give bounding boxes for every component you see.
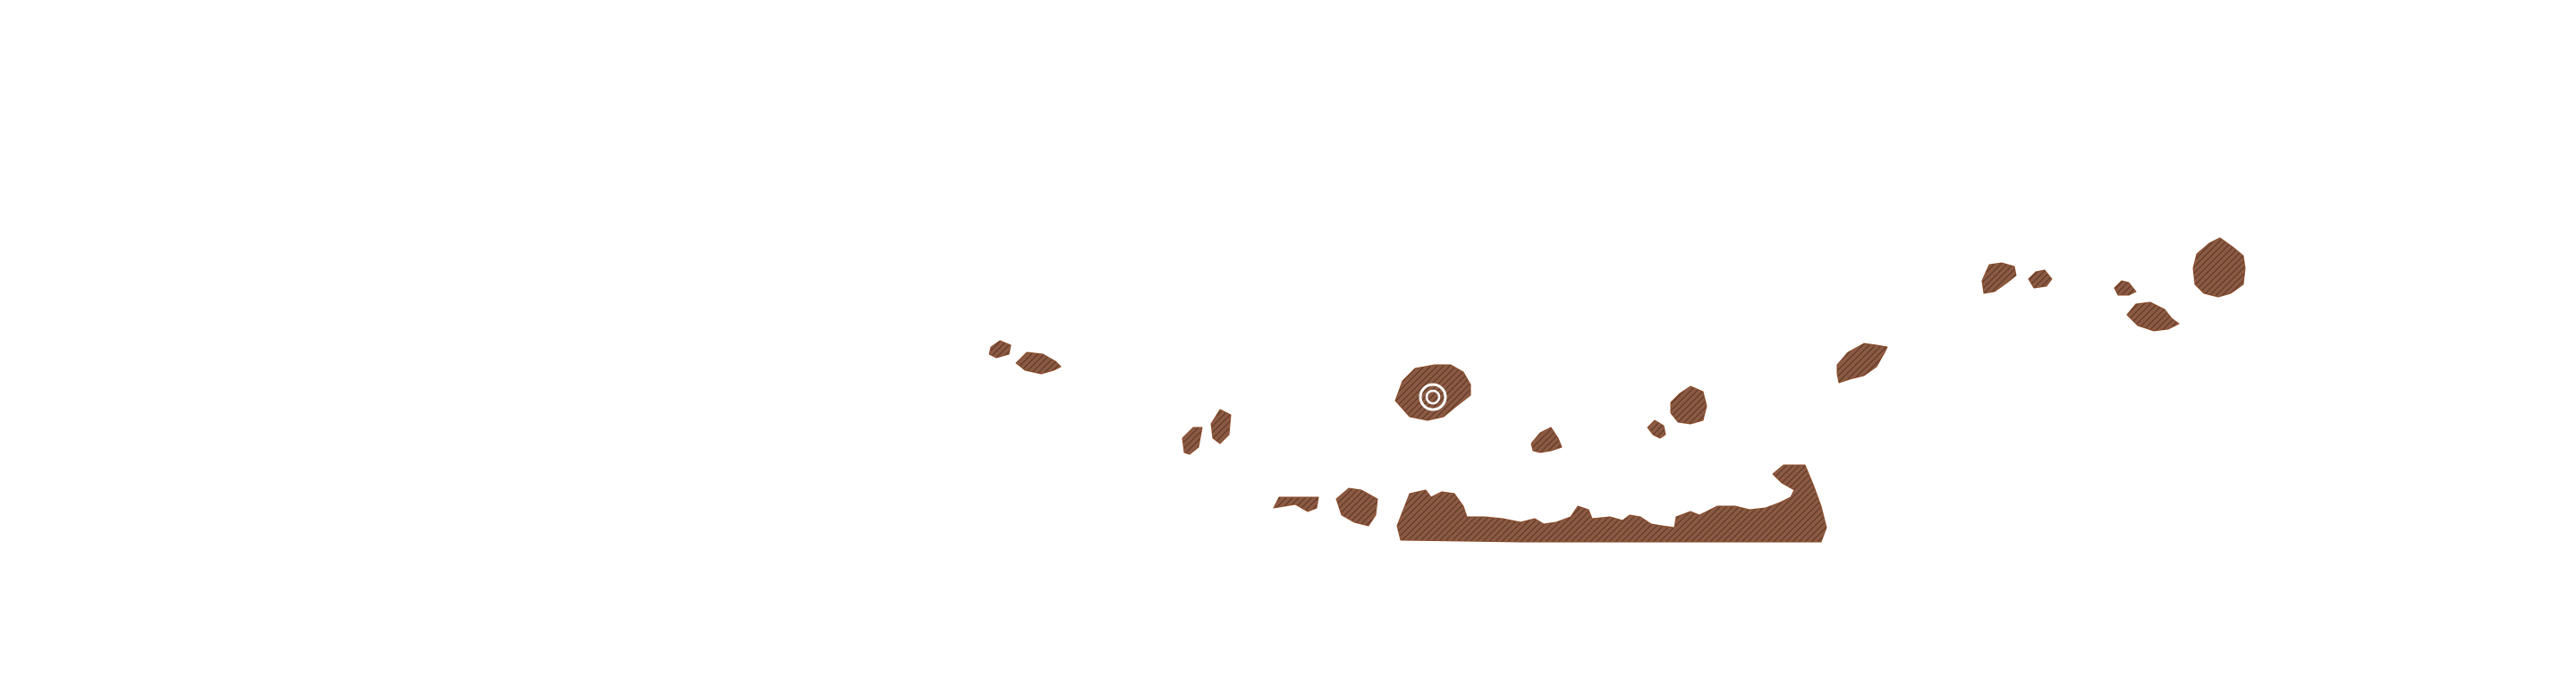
islet-central-west-1[interactable]: [1182, 427, 1203, 455]
island-east-2[interactable]: [1981, 262, 2017, 294]
location-marker[interactable]: [1419, 383, 1447, 411]
islet-south-1[interactable]: [1273, 496, 1319, 512]
islet-central-2[interactable]: [1647, 419, 1666, 439]
island-east-4[interactable]: [2114, 280, 2137, 296]
islet-west-2[interactable]: [1015, 351, 1062, 375]
islet-west-1[interactable]: [988, 340, 1012, 359]
islet-central-3[interactable]: [1670, 385, 1707, 425]
land-masses: [988, 237, 2246, 543]
island-east-5[interactable]: [2126, 301, 2180, 332]
islet-central-west-2[interactable]: [1210, 409, 1232, 444]
island-east-1[interactable]: [1836, 342, 1888, 384]
island-main[interactable]: [1396, 464, 1827, 543]
island-east-3[interactable]: [2028, 269, 2053, 289]
target-center-icon: [1425, 389, 1441, 405]
island-east-6[interactable]: [2192, 237, 2246, 298]
islet-south-2[interactable]: [1335, 487, 1378, 527]
islet-central-1[interactable]: [1530, 427, 1563, 453]
target-ring-icon[interactable]: [1419, 383, 1447, 411]
island-marked[interactable]: [1394, 364, 1471, 421]
